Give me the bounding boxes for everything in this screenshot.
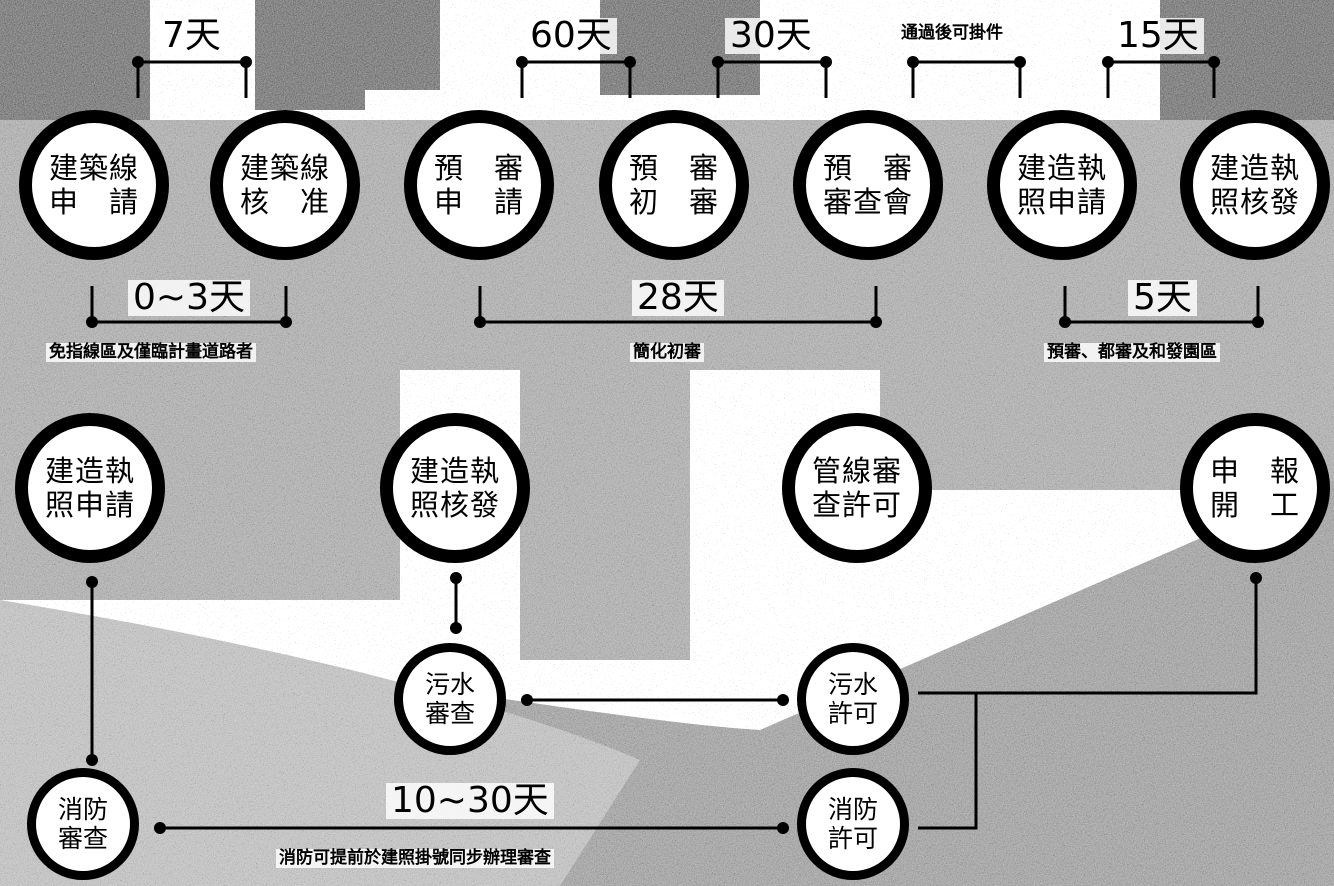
node-prereview-initial: 預 審 初 審 <box>599 110 749 260</box>
link-permits-to-start <box>918 578 1258 695</box>
bracket-top-2-dot-left <box>712 56 724 68</box>
bracket-low-1-dot-right <box>870 316 882 328</box>
node-sewage-review: 污水 審查 <box>394 643 506 755</box>
bracket-low-2-dot-left <box>1059 316 1071 328</box>
node-setback-application: 建築線 申 請 <box>19 110 169 260</box>
link-issuance-to-sewage-dot-top <box>450 572 462 584</box>
bracket-low-2-dot-right <box>1252 316 1264 328</box>
bracket-low-0-dot-right <box>280 316 292 328</box>
node-permit-application-top: 建造執 照申請 <box>987 110 1137 260</box>
duration-30-days: 30天 <box>725 18 817 54</box>
node-permit-issuance-top: 建造執 照核發 <box>1180 110 1330 260</box>
node-prereview-application: 預 審 申 請 <box>404 110 554 260</box>
link-start-dot <box>1250 572 1262 584</box>
note-pass-then-submit: 通過後可掛件 <box>898 24 1006 43</box>
duration-60-days: 60天 <box>525 18 617 54</box>
bracket-top-0-dot-left <box>132 56 144 68</box>
link-sewage-dot-right <box>777 694 789 706</box>
node-setback-approval: 建築線 核 准 <box>210 110 360 260</box>
bracket-top-3-dot-left <box>907 56 919 68</box>
bracket-top-1-dot-right <box>624 56 636 68</box>
link-fire-dot-right <box>777 822 789 834</box>
bracket-low-0-dot-left <box>86 316 98 328</box>
node-permit-application: 建造執 照申請 <box>15 413 165 563</box>
note-prereview-urban-park: 預審、都審及和發園區 <box>1044 343 1220 362</box>
note-simplified-review: 簡化初審 <box>630 343 704 362</box>
node-fire-review: 消防 審查 <box>27 768 139 880</box>
link-fire-permit-up <box>918 693 978 830</box>
node-permit-issuance: 建造執 照核發 <box>380 413 530 563</box>
link-permit-to-fire-dot-bottom <box>86 754 98 766</box>
bracket-top-1-dot-left <box>516 56 528 68</box>
duration-10-30-days: 10~30天 <box>386 783 554 819</box>
bracket-top-4-dot-left <box>1102 56 1114 68</box>
node-construction-start: 申 報 開 工 <box>1180 413 1330 563</box>
node-prereview-committee: 預 審 審查會 <box>793 110 943 260</box>
bracket-low-1-dot-left <box>474 316 486 328</box>
bracket-top-2-dot-right <box>820 56 832 68</box>
duration-5-days: 5天 <box>1128 280 1197 316</box>
duration-0-3-days: 0~3天 <box>128 280 250 316</box>
node-sewage-permit: 污水 許可 <box>797 643 909 755</box>
note-fire-early-review: 消防可提前於建照掛號同步辦理審查 <box>276 849 554 868</box>
link-permit-to-fire-dot-top <box>86 576 98 588</box>
duration-28-days: 28天 <box>632 280 724 316</box>
duration-7-days: 7天 <box>157 18 226 54</box>
link-issuance-to-sewage-dot-bottom <box>450 622 462 634</box>
bracket-top-4-dot-right <box>1208 56 1220 68</box>
duration-15-days: 15天 <box>1112 18 1204 54</box>
bracket-top-0-dot-right <box>240 56 252 68</box>
link-fire-dot-left <box>154 822 166 834</box>
node-fire-permit: 消防 許可 <box>797 768 909 880</box>
node-pipeline-permit: 管線審 查許可 <box>782 413 932 563</box>
note-exempt-setback: 免指線區及僅臨計畫道路者 <box>46 343 256 362</box>
bracket-top-3-dot-right <box>1014 56 1026 68</box>
link-sewage-dot-left <box>521 694 533 706</box>
